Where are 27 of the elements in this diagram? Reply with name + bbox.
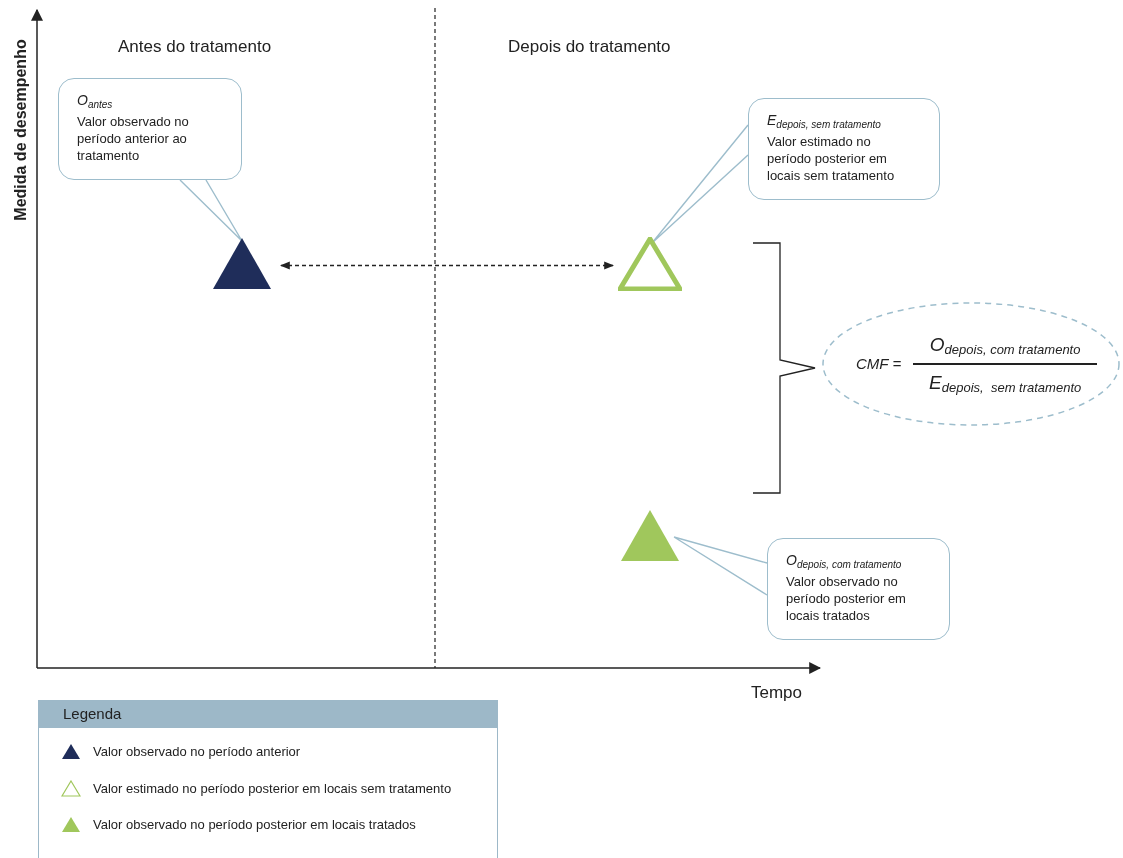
arrow	[280, 261, 614, 270]
legend-text: Valor estimado no período posterior em locais sem tratamento	[93, 779, 452, 798]
speech-bubble	[767, 538, 950, 640]
period-heading: Antes do tratamento	[118, 36, 272, 58]
formula-text: CMF =	[856, 353, 902, 374]
axis-title: Tempo	[751, 682, 803, 704]
speech-bubble	[748, 98, 940, 200]
axis-title: Medida de desempenho	[11, 38, 30, 223]
triangle-marker	[211, 236, 273, 291]
numerator: O$_{depois, com tratamento}$	[928, 332, 1082, 359]
callout-text: Valor observado no período posterior em locais tratados	[786, 573, 907, 624]
denominator: E$_{depois, sem tratamento}$	[928, 370, 1083, 397]
legend-text: Valor observado no período anterior	[93, 743, 301, 761]
symbol-label: O$_{antes}$	[77, 91, 114, 109]
triangle-marker	[619, 508, 681, 563]
callout-pointer	[651, 124, 749, 244]
triangle-marker	[618, 237, 682, 291]
symbol-label: O$_{depois, com tratamento}$	[786, 551, 903, 569]
callout-text: Valor estimado no período posterior em locais sem tratamento	[767, 133, 896, 184]
symbol-label: E$_{depois, sem tratamento}$	[767, 111, 882, 129]
period-heading: Depois do tratamento	[508, 36, 671, 58]
legend-text: Valor observado no período posterior em locais tratados	[93, 816, 416, 834]
callout-pointer	[179, 179, 243, 242]
callout-text: Valor observado no período anterior ao tratamento	[77, 113, 190, 164]
legend-title: Legenda	[63, 704, 122, 725]
speech-bubble	[58, 78, 242, 180]
callout-pointer	[673, 536, 768, 596]
